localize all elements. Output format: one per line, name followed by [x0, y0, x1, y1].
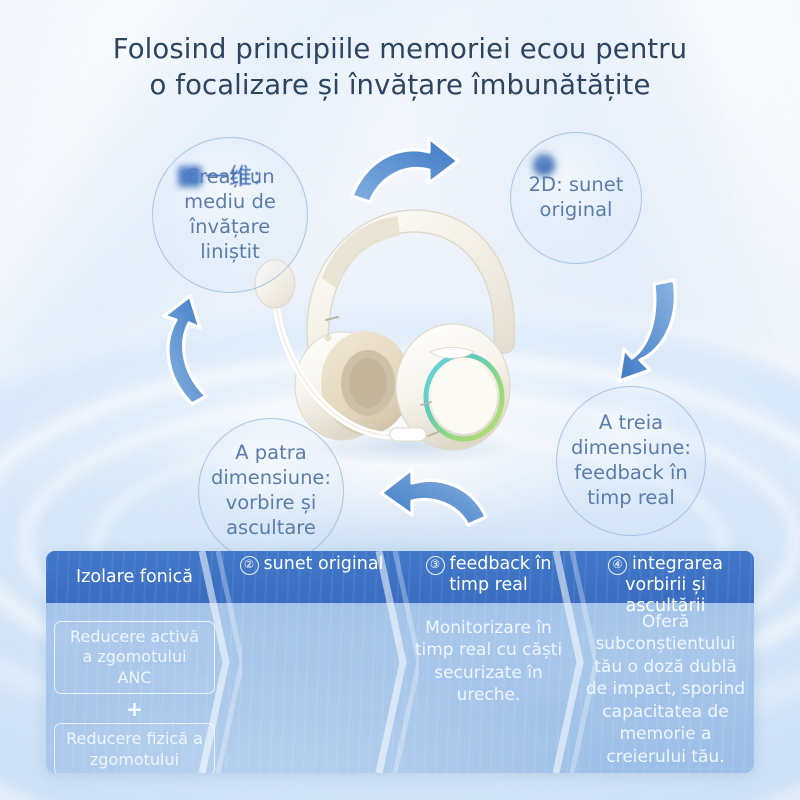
panel-column-4-body-text: Oferă subconștientului tău o doză dublă … [585, 612, 746, 767]
panel-column-1-title-text: Izolare fonică [76, 566, 193, 587]
physical-noise-tag: Reducere fizică a zgomotului [54, 723, 215, 773]
arrow-curved-left-icon [372, 462, 494, 538]
callout-bubble-2-label: 2D: sunet original [528, 173, 624, 221]
circled-number-2-icon: ② [239, 556, 259, 575]
arrow-curved-down-icon [612, 274, 686, 396]
panel-column-1-body: Reducere activă a zgomotului ANC + Reduc… [46, 603, 223, 773]
panel-column-1-title: Izolare fonică [46, 551, 223, 603]
plus-sign: + [126, 697, 143, 722]
feature-comparison-panel: Izolare fonică Reducere activă a zgomotu… [46, 551, 754, 773]
page-title-line-1: Folosind principiile memoriei ecou pentr… [112, 33, 688, 65]
panel-column-4-title-text: integrarea vorbirii și ascultării [625, 554, 723, 616]
callout-bubble-2: 2D: sunet original [510, 132, 642, 264]
callout-bubble-1-label: Creați un mediu de învățare liniștit [184, 165, 276, 263]
callout-bubble-3-label: A treia dimensiune: feedback în timp rea… [570, 411, 691, 509]
anc-tag: Reducere activă a zgomotului ANC [54, 621, 215, 695]
callout-bubble-4: A patra dimensiune: vorbire și ascultare [198, 418, 344, 564]
page-title-line-2: o focalizare și învățare îmbunătățite [149, 68, 651, 101]
callout-bubble-4-label: A patra dimensiune: vorbire și ascultare [210, 441, 331, 539]
panel-column-3-body: Monitorizare în timp real cu căști secur… [400, 603, 577, 773]
panel-column-3-body-text: Monitorizare în timp real cu căști secur… [414, 618, 563, 706]
callout-bubble-1: Creați un mediu de învățare liniștit [152, 137, 308, 293]
panel-columns: Izolare fonică Reducere activă a zgomotu… [46, 551, 754, 773]
headset-illustration [248, 196, 548, 466]
panel-column-1[interactable]: Izolare fonică Reducere activă a zgomotu… [46, 551, 223, 773]
panel-column-4-body: Oferă subconștientului tău o doză dublă … [577, 603, 754, 773]
circled-number-3-icon: ③ [425, 556, 445, 575]
panel-column-2-title-text: sunet original [263, 554, 384, 574]
page-title: Folosind principiile memoriei ecou pentr… [0, 32, 800, 104]
circled-number-4-icon: ④ [608, 556, 628, 575]
panel-column-3-title-text: feedback în timp real [449, 554, 552, 595]
headset-svg [254, 209, 518, 466]
panel-column-2-body [223, 603, 400, 773]
callout-bubble-3: A treia dimensiune: feedback în timp rea… [556, 386, 706, 536]
arrow-curved-up-icon [150, 290, 224, 414]
